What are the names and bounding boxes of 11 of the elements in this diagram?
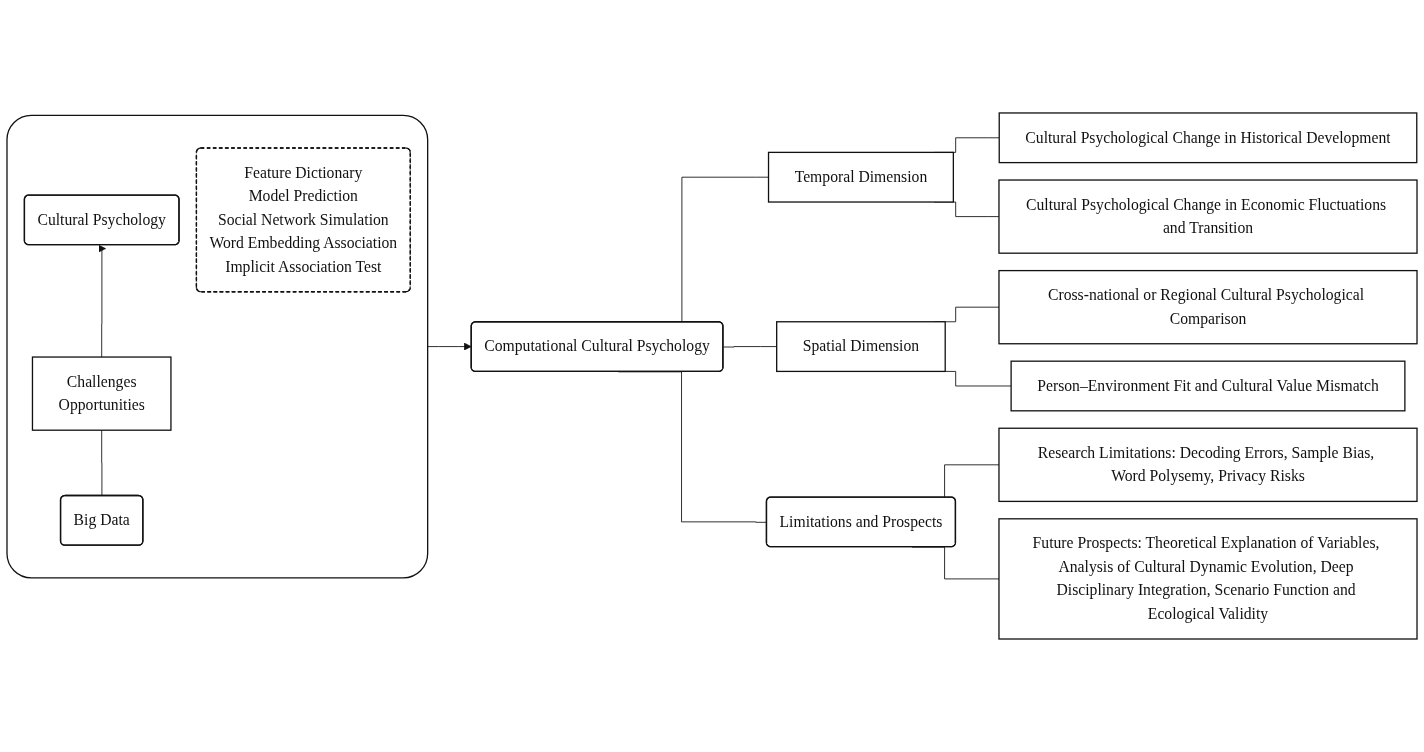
node-box: Research Limitations: Decoding Errors, Sample Bias, Word Polysemy, Privacy Risks — [998, 427, 1418, 503]
node-box: Temporal Dimension — [767, 151, 954, 203]
node-box: Spatial Dimension — [776, 321, 946, 373]
node-box: Future Prospects: Theoretical Explanation of Variables, Analysis of Cultural Dynamic Evolution, Deep Disciplinary Integration, Scenario Function and Ecological Validity — [998, 518, 1418, 640]
node-box: Cultural Psychological Change in Historical Development — [998, 112, 1418, 164]
cluster — [6, 114, 429, 579]
connector — [101, 429, 103, 497]
node-box: Challenges Opportunities — [31, 356, 172, 431]
node-box: Cross-national or Regional Cultural Psychological Comparison — [998, 269, 1418, 345]
node-box: Person–Environment Fit and Cultural Value Mismatch — [1010, 360, 1406, 412]
node-box: Cultural Psychological Change in Economic Fluctuations and Transition — [998, 179, 1418, 254]
